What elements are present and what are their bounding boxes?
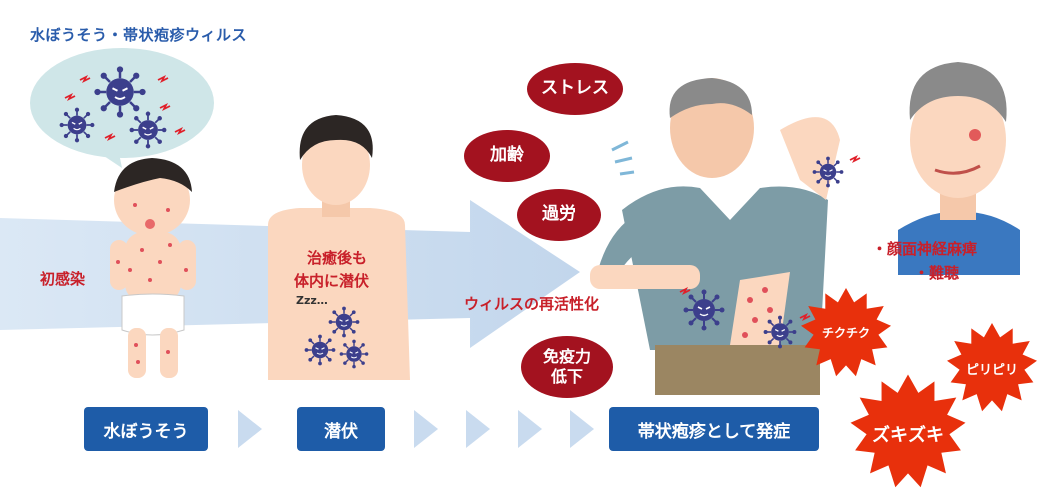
label-complication-1: ・顔面神経麻痺: [872, 240, 978, 258]
label-initial-infection: 初感染: [40, 270, 86, 288]
label-reactivation: ウィルスの再活性化: [464, 295, 600, 313]
diagram-title: 水ぼうそう・帯状疱疹ウィルス: [30, 26, 248, 44]
latent-man-figure: [268, 115, 410, 380]
chevron-icon: [414, 410, 438, 448]
elderly-man-figure: [898, 62, 1020, 275]
shingles-man-figure: [590, 78, 861, 395]
pain-word-chikuchiku: チクチク: [821, 326, 870, 340]
trigger-aging: 加齢: [464, 130, 550, 182]
trigger-low-immunity: 免疫力 低下: [521, 336, 613, 398]
chevron-icon: [570, 410, 594, 448]
pain-word-zukizuki: ズキズキ: [872, 425, 944, 446]
chevron-icon: [518, 410, 542, 448]
label-sleep: Zzz…: [296, 294, 328, 307]
chevron-icon: [238, 410, 262, 448]
label-latent-line1: 治癒後も: [306, 249, 367, 267]
stage-chickenpox: 水ぼうそう: [84, 407, 208, 451]
trigger-low-immunity-line2: 低下: [550, 367, 583, 386]
trigger-stress: ストレス: [527, 63, 623, 115]
pain-word-piripiri: ピリピリ: [965, 363, 1018, 378]
trigger-overwork: 過労: [517, 189, 601, 241]
child-figure: [110, 158, 196, 378]
chevron-icon: [466, 410, 490, 448]
label-latent-line2: 体内に潜伏: [294, 272, 370, 290]
stage-shingles-onset: 帯状疱疹として発症: [609, 407, 819, 451]
stage-latent: 潜伏: [297, 407, 385, 451]
label-complication-2: ・難聴: [914, 264, 960, 282]
trigger-low-immunity-line1: 免疫力: [542, 347, 591, 366]
